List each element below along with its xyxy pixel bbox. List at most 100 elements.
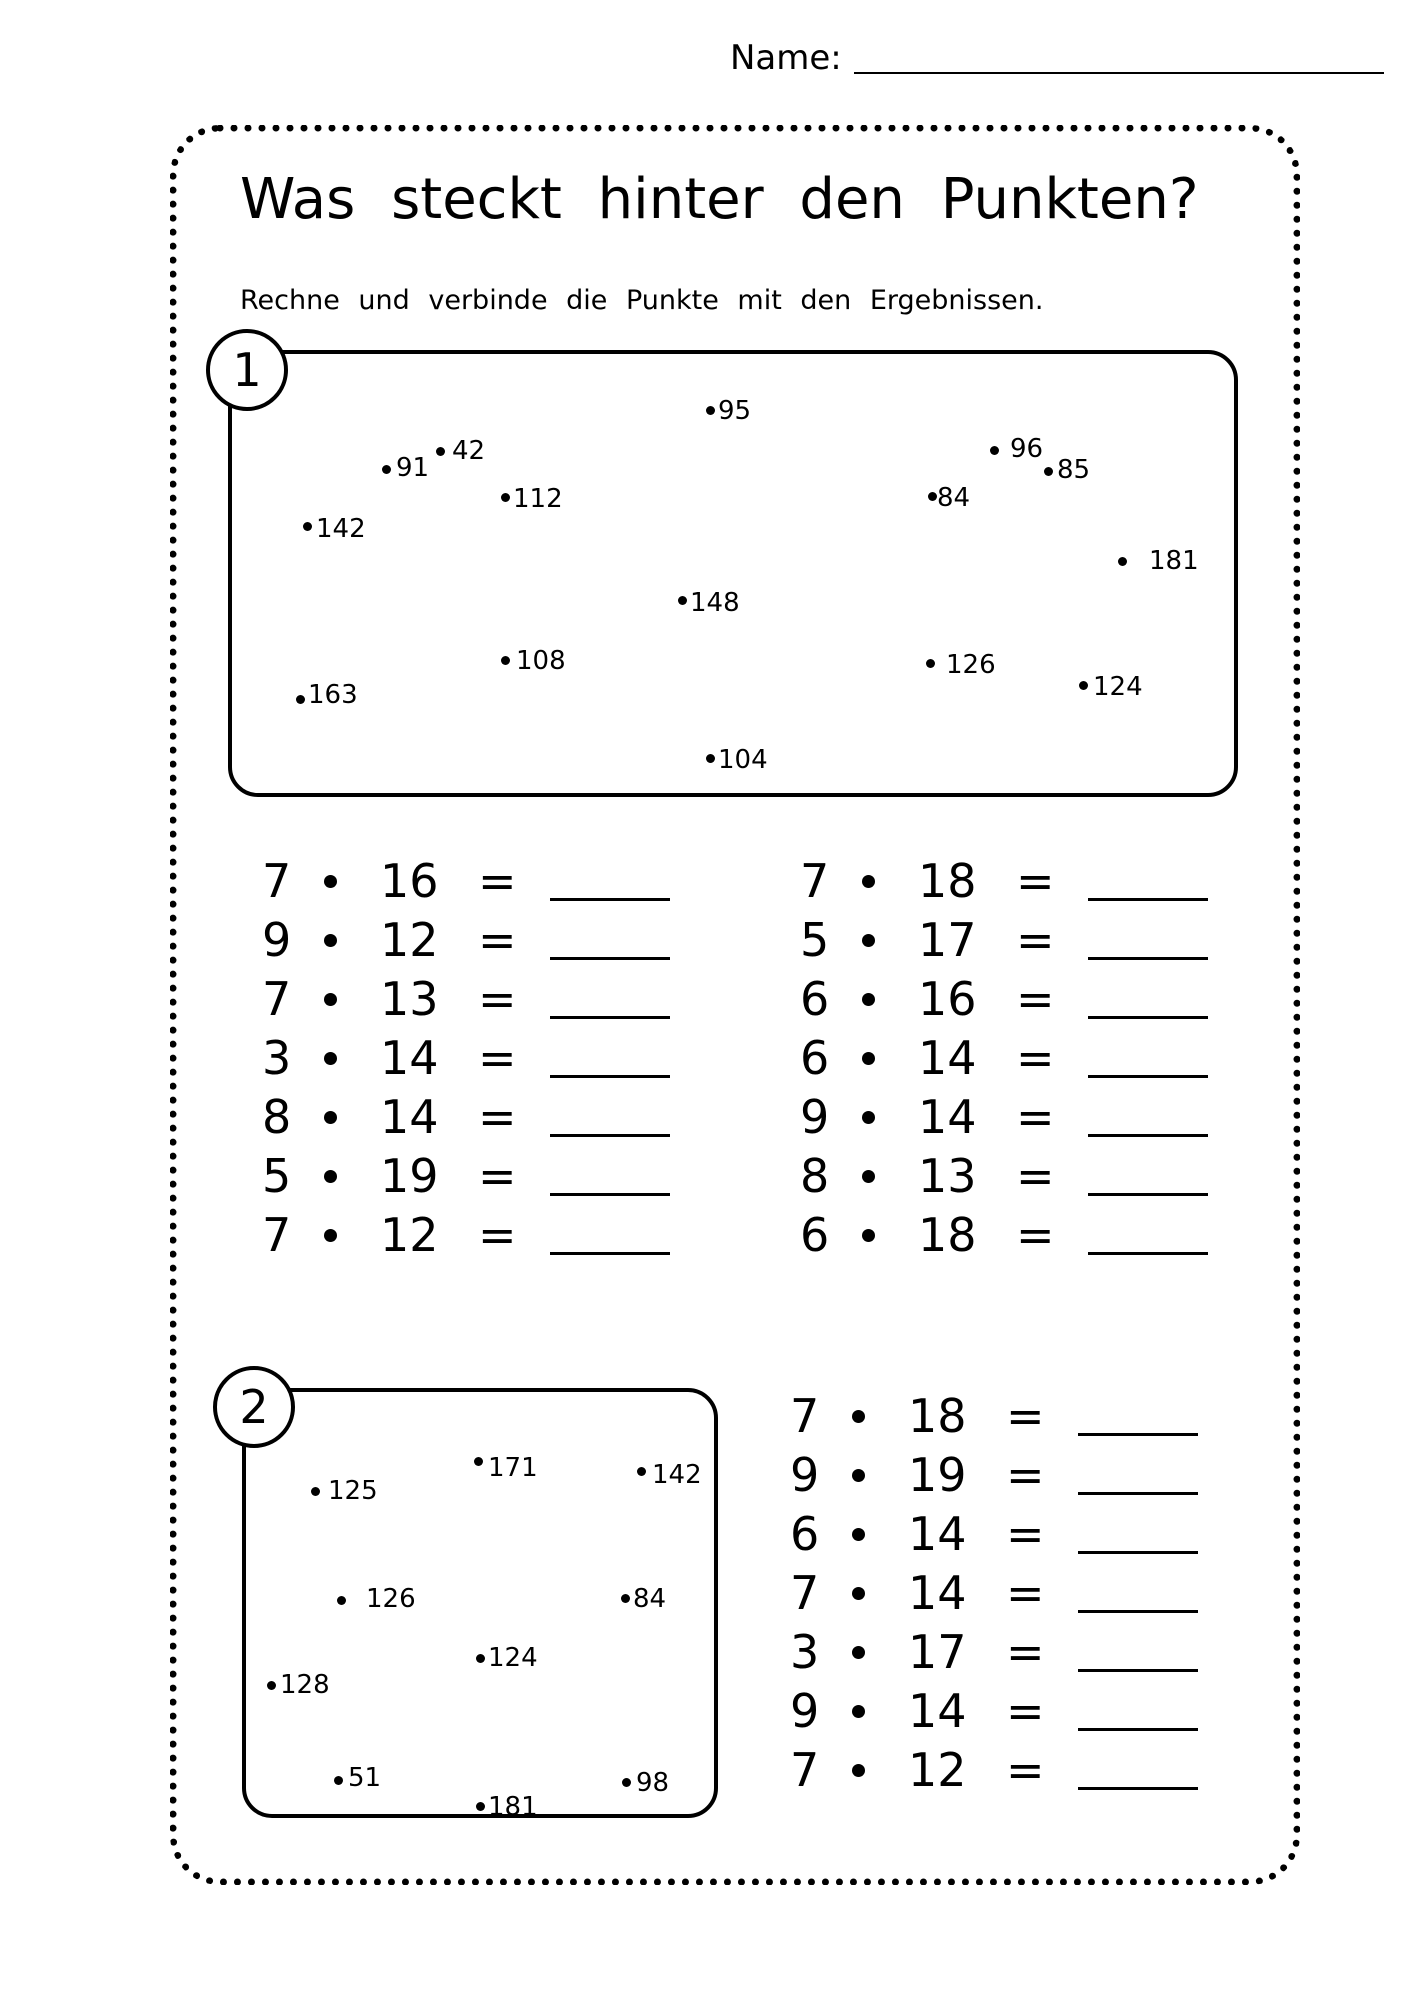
section2-dot-label-142: 142 xyxy=(652,1460,702,1490)
factor-a: 9 xyxy=(262,913,292,967)
factor-b: 14 xyxy=(918,1031,977,1085)
answer-blank[interactable] xyxy=(1088,898,1208,901)
factor-a: 6 xyxy=(800,972,830,1026)
answer-blank[interactable] xyxy=(1088,1075,1208,1078)
section2-dot-171[interactable] xyxy=(474,1457,483,1466)
section1-dot-label-142: 142 xyxy=(316,514,366,544)
answer-blank[interactable] xyxy=(550,1193,670,1196)
factor-a: 3 xyxy=(262,1031,292,1085)
section2-dot-142[interactable] xyxy=(637,1467,646,1476)
answer-blank[interactable] xyxy=(550,1252,670,1255)
section1-dot-label-124: 124 xyxy=(1093,672,1143,702)
name-write-line[interactable] xyxy=(853,72,1384,74)
factor-a: 5 xyxy=(800,913,830,967)
section1-dot-148[interactable] xyxy=(678,596,687,605)
section1-dot-95[interactable] xyxy=(706,406,715,415)
factor-b: 19 xyxy=(380,1149,439,1203)
factor-a: 8 xyxy=(800,1149,830,1203)
answer-blank[interactable] xyxy=(550,1075,670,1078)
equals-sign: = xyxy=(478,1149,517,1203)
section2-dot-label-125: 125 xyxy=(328,1476,378,1506)
equals-sign: = xyxy=(1006,1448,1045,1502)
factor-a: 8 xyxy=(262,1090,292,1144)
section2-dot-label-98: 98 xyxy=(636,1768,670,1798)
multiply-dot-icon xyxy=(852,1587,865,1600)
section2-dot-126[interactable] xyxy=(337,1596,346,1605)
section2-dot-51[interactable] xyxy=(334,1776,343,1785)
section1-dot-112[interactable] xyxy=(501,493,510,502)
equals-sign: = xyxy=(1016,1149,1055,1203)
factor-a: 9 xyxy=(790,1448,820,1502)
dot-panel-2 xyxy=(242,1388,718,1818)
section1-dot-85[interactable] xyxy=(1044,467,1053,476)
section2-dot-label-171: 171 xyxy=(488,1453,538,1483)
worksheet-instruction: Rechne und verbinde die Punkte mit den E… xyxy=(240,285,1044,316)
section1-dot-label-91: 91 xyxy=(396,453,430,483)
answer-blank[interactable] xyxy=(1078,1433,1198,1436)
factor-b: 14 xyxy=(908,1507,967,1561)
section1-dot-126[interactable] xyxy=(926,659,935,668)
equals-sign: = xyxy=(1016,972,1055,1026)
multiply-dot-icon xyxy=(862,993,875,1006)
answer-blank[interactable] xyxy=(1088,1134,1208,1137)
answer-blank[interactable] xyxy=(1078,1787,1198,1790)
section1-dot-124[interactable] xyxy=(1079,681,1088,690)
factor-b: 12 xyxy=(380,1208,439,1262)
answer-blank[interactable] xyxy=(1088,1252,1208,1255)
section1-dot-108[interactable] xyxy=(501,656,510,665)
section1-dot-84[interactable] xyxy=(928,492,937,501)
answer-blank[interactable] xyxy=(1078,1492,1198,1495)
equals-sign: = xyxy=(1006,1625,1045,1679)
multiply-dot-icon xyxy=(862,875,875,888)
section1-dot-label-104: 104 xyxy=(718,745,768,775)
equals-sign: = xyxy=(1016,1031,1055,1085)
factor-a: 6 xyxy=(790,1507,820,1561)
factor-a: 7 xyxy=(790,1566,820,1620)
multiply-dot-icon xyxy=(852,1646,865,1659)
factor-a: 7 xyxy=(790,1389,820,1443)
section1-dot-163[interactable] xyxy=(296,695,305,704)
factor-b: 16 xyxy=(380,854,439,908)
section1-dot-91[interactable] xyxy=(382,465,391,474)
section2-dot-125[interactable] xyxy=(311,1487,320,1496)
answer-blank[interactable] xyxy=(1088,1193,1208,1196)
answer-blank[interactable] xyxy=(1078,1728,1198,1731)
factor-a: 7 xyxy=(262,972,292,1026)
answer-blank[interactable] xyxy=(550,957,670,960)
section1-dot-142[interactable] xyxy=(303,522,312,531)
factor-b: 18 xyxy=(918,1208,977,1262)
answer-blank[interactable] xyxy=(1088,957,1208,960)
section2-dot-181[interactable] xyxy=(476,1802,485,1811)
multiply-dot-icon xyxy=(324,993,337,1006)
section2-dot-label-84: 84 xyxy=(633,1584,667,1614)
factor-a: 6 xyxy=(800,1031,830,1085)
section1-dot-96[interactable] xyxy=(990,446,999,455)
factor-b: 17 xyxy=(908,1625,967,1679)
equals-sign: = xyxy=(1016,1090,1055,1144)
section1-dot-label-96: 96 xyxy=(1010,434,1044,464)
multiply-dot-icon xyxy=(324,875,337,888)
answer-blank[interactable] xyxy=(1078,1610,1198,1613)
section2-dot-label-181: 181 xyxy=(488,1792,538,1822)
section2-dot-128[interactable] xyxy=(267,1681,276,1690)
multiply-dot-icon xyxy=(862,934,875,947)
section2-dot-124[interactable] xyxy=(476,1654,485,1663)
section1-dot-104[interactable] xyxy=(706,754,715,763)
section1-dot-label-85: 85 xyxy=(1057,455,1091,485)
section2-dot-98[interactable] xyxy=(622,1778,631,1787)
multiply-dot-icon xyxy=(324,1170,337,1183)
factor-b: 13 xyxy=(918,1149,977,1203)
multiply-dot-icon xyxy=(852,1469,865,1482)
answer-blank[interactable] xyxy=(1088,1016,1208,1019)
section2-dot-84[interactable] xyxy=(621,1594,630,1603)
answer-blank[interactable] xyxy=(1078,1551,1198,1554)
answer-blank[interactable] xyxy=(550,1016,670,1019)
multiply-dot-icon xyxy=(852,1764,865,1777)
name-label: Name: xyxy=(730,38,842,78)
answer-blank[interactable] xyxy=(550,898,670,901)
factor-a: 7 xyxy=(800,854,830,908)
answer-blank[interactable] xyxy=(550,1134,670,1137)
answer-blank[interactable] xyxy=(1078,1669,1198,1672)
section1-dot-181[interactable] xyxy=(1118,557,1127,566)
section1-dot-42[interactable] xyxy=(436,447,445,456)
